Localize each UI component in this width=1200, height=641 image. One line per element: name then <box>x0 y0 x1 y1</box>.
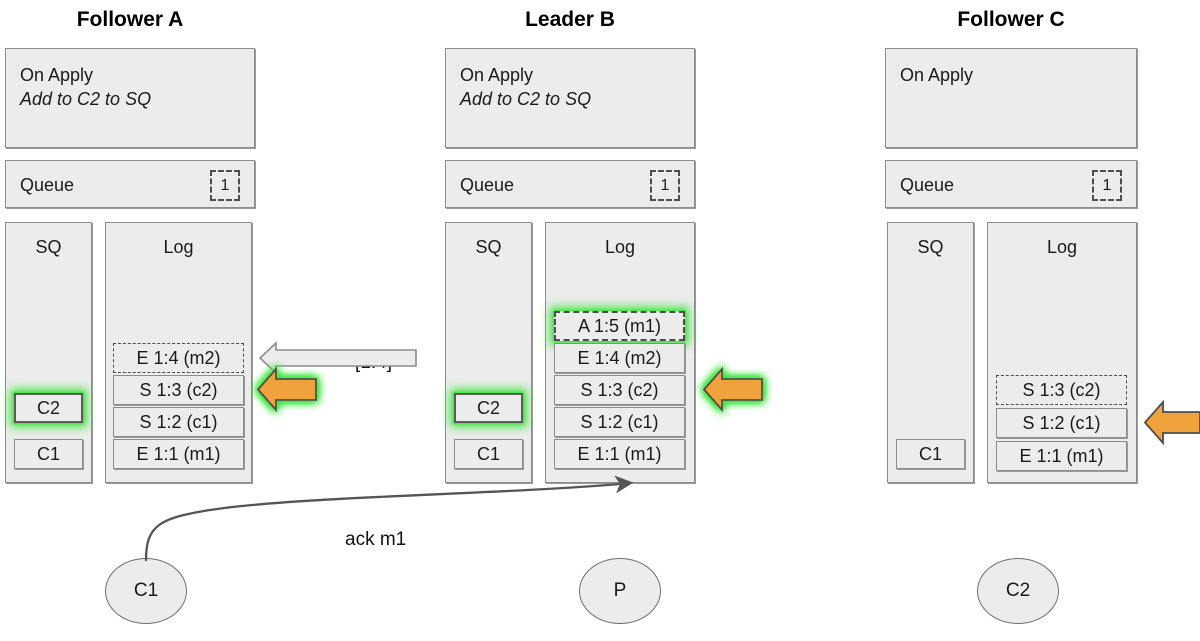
log-entry: E 1:1 (m1) <box>554 439 685 469</box>
on-apply-panel-follower-a: On Apply Add to C2 to SQ <box>5 48 255 148</box>
on-apply-panel-follower-c: On Apply <box>885 48 1137 148</box>
log-entry: A 1:5 (m1) <box>554 311 685 341</box>
commit-arrow-leader-b <box>702 366 763 413</box>
on-apply-action: Add to C2 to SQ <box>20 89 152 109</box>
on-apply-header: On Apply <box>900 65 974 85</box>
log-label: Log <box>604 237 636 257</box>
log-entry: E 1:1 (m1) <box>113 439 244 469</box>
log-entry: S 1:2 (c1) <box>554 407 685 437</box>
queue-label: Queue <box>900 175 955 195</box>
ack-arrow-label: ack m1 <box>345 529 407 550</box>
queue-count-chip: 1 <box>650 170 680 201</box>
sq-label: SQ <box>35 237 62 257</box>
replication-arrow-label: [1:4] <box>355 352 392 373</box>
log-label: Log <box>1046 237 1078 257</box>
client-circle-c1: C1 <box>105 558 187 624</box>
on-apply-panel-leader-b: On Apply Add to C2 to SQ <box>445 48 695 148</box>
queue-label: Queue <box>20 175 75 195</box>
node-title-follower-c: Follower C <box>957 8 1065 31</box>
replication-arrow-b-to-a <box>258 341 417 375</box>
client-circle-p: P <box>579 558 661 624</box>
sq-label: SQ <box>917 237 944 257</box>
log-entry: S 1:3 (c2) <box>996 375 1127 405</box>
log-entry: E 1:4 (m2) <box>113 343 244 373</box>
log-entry: S 1:2 (c1) <box>113 407 244 437</box>
queue-count-chip: 1 <box>210 170 240 201</box>
log-entry: S 1:2 (c1) <box>996 408 1127 438</box>
log-panel-follower-c: Log <box>987 222 1137 483</box>
node-title-follower-a: Follower A <box>76 8 184 31</box>
on-apply-header: On Apply <box>460 65 534 85</box>
log-entry: S 1:3 (c2) <box>554 375 685 405</box>
sq-item: C1 <box>454 439 523 469</box>
sq-item: C2 <box>14 393 83 423</box>
commit-arrow-follower-a <box>256 366 317 413</box>
node-title-leader-b: Leader B <box>525 8 615 31</box>
queue-panel-follower-a: Queue 1 <box>5 160 255 208</box>
client-circle-c2: C2 <box>977 558 1059 624</box>
log-entry: E 1:1 (m1) <box>996 441 1127 471</box>
on-apply-header: On Apply <box>20 65 94 85</box>
sq-label: SQ <box>475 237 502 257</box>
queue-count-chip: 1 <box>1092 170 1122 201</box>
log-entry: S 1:3 (c2) <box>113 375 244 405</box>
on-apply-action: Add to C2 to SQ <box>460 89 592 109</box>
queue-panel-follower-c: Queue 1 <box>885 160 1137 208</box>
commit-arrow-follower-c <box>1143 399 1200 446</box>
sq-item: C2 <box>454 393 523 423</box>
log-label: Log <box>163 237 194 257</box>
sq-item: C1 <box>14 439 83 469</box>
queue-panel-leader-b: Queue 1 <box>445 160 695 208</box>
sq-item: C1 <box>896 439 965 469</box>
queue-label: Queue <box>460 175 515 195</box>
log-entry: E 1:4 (m2) <box>554 343 685 373</box>
